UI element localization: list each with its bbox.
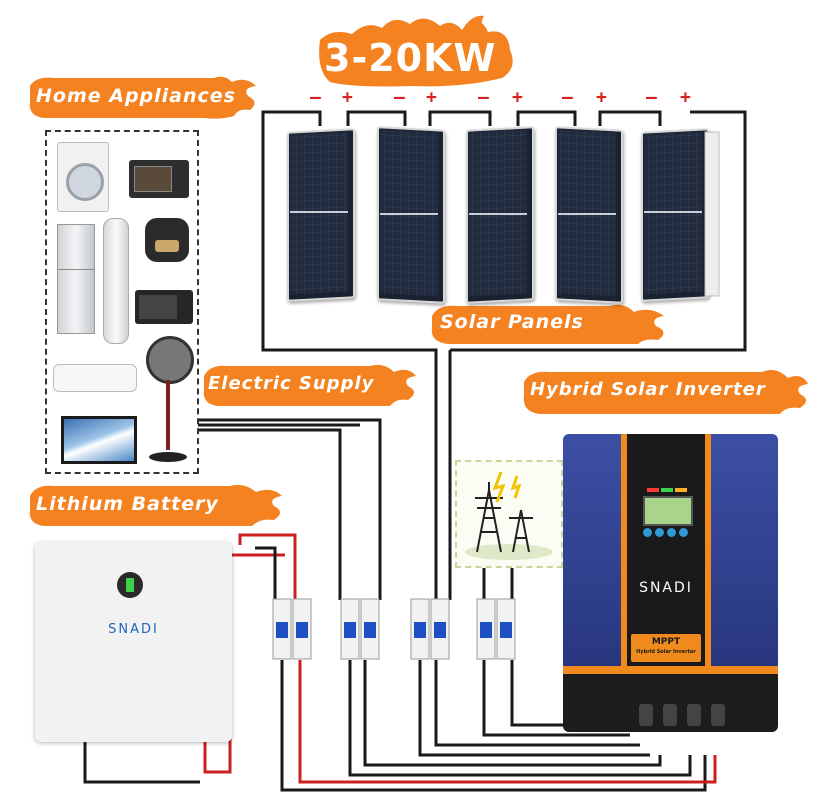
red-wires (203, 533, 717, 784)
minus-sign: – (478, 87, 489, 108)
home-appliances-text: Home Appliances (36, 85, 236, 107)
mppt-badge: MPPT Hybrid Solar Inverter (631, 634, 701, 662)
battery-indicator-icon (117, 572, 143, 598)
utility-grid-box (455, 460, 563, 568)
inverter-subtitle: Hybrid Solar Inverter (636, 649, 696, 655)
television-icon (61, 416, 137, 464)
minus-sign: – (646, 87, 657, 108)
washing-machine-icon (57, 142, 109, 212)
flame-shape (29, 76, 257, 119)
flame-shape (319, 15, 513, 87)
control-buttons (643, 528, 689, 538)
minus-sign: – (562, 87, 573, 108)
refrigerator-icon (57, 224, 95, 334)
hybrid-inverter-text: Hybrid Solar Inverter (530, 379, 766, 400)
cable-glands (639, 704, 739, 728)
plus-sign: + (680, 87, 691, 108)
plus-sign: + (426, 87, 437, 108)
flame-shape (203, 364, 416, 406)
fan-icon (143, 336, 194, 466)
plus-sign: + (342, 87, 353, 108)
lithium-battery-text: Lithium Battery (36, 493, 219, 515)
plus-sign: + (596, 87, 607, 108)
power-tower-icon (465, 471, 553, 560)
circuit-breaker-icon (272, 598, 312, 660)
label-lithium-battery: Lithium Battery (24, 480, 286, 530)
circuit-breaker-icon (340, 598, 380, 660)
status-leds (647, 488, 687, 492)
label-solar-panels: Solar Panels (424, 300, 674, 348)
minus-sign: – (310, 87, 321, 108)
flame-shape (29, 484, 283, 526)
label-electric-supply: Electric Supply (198, 360, 420, 410)
plus-sign: + (512, 87, 523, 108)
air-conditioner-tower-icon (103, 218, 129, 344)
mppt-label: MPPT (651, 637, 681, 647)
appliances-box (45, 130, 199, 474)
microwave-icon (135, 290, 193, 324)
label-home-appliances: Home Appliances (24, 72, 262, 122)
electric-supply-text: Electric Supply (208, 373, 375, 394)
battery-brand: SNADI (108, 622, 159, 637)
inverter-brand: SNADI (639, 580, 693, 596)
circuit-breaker-icon (410, 598, 450, 660)
solar-panels-text: Solar Panels (440, 311, 584, 333)
oven-icon (129, 160, 189, 198)
rice-cooker-icon (145, 218, 189, 262)
flame-shape (431, 304, 664, 344)
title-text: 3-20KW (324, 36, 497, 80)
capacity-title: 3-20KW (312, 10, 522, 90)
flame-shape (523, 370, 808, 414)
lcd-display (643, 496, 693, 526)
lithium-battery-unit: SNADI (35, 542, 232, 742)
label-hybrid-inverter: Hybrid Solar Inverter (516, 364, 812, 418)
hybrid-inverter-unit: SNADI MPPT Hybrid Solar Inverter (563, 434, 778, 732)
air-conditioner-wall-icon (53, 364, 137, 392)
minus-sign: – (394, 87, 405, 108)
circuit-breaker-icon (476, 598, 516, 660)
